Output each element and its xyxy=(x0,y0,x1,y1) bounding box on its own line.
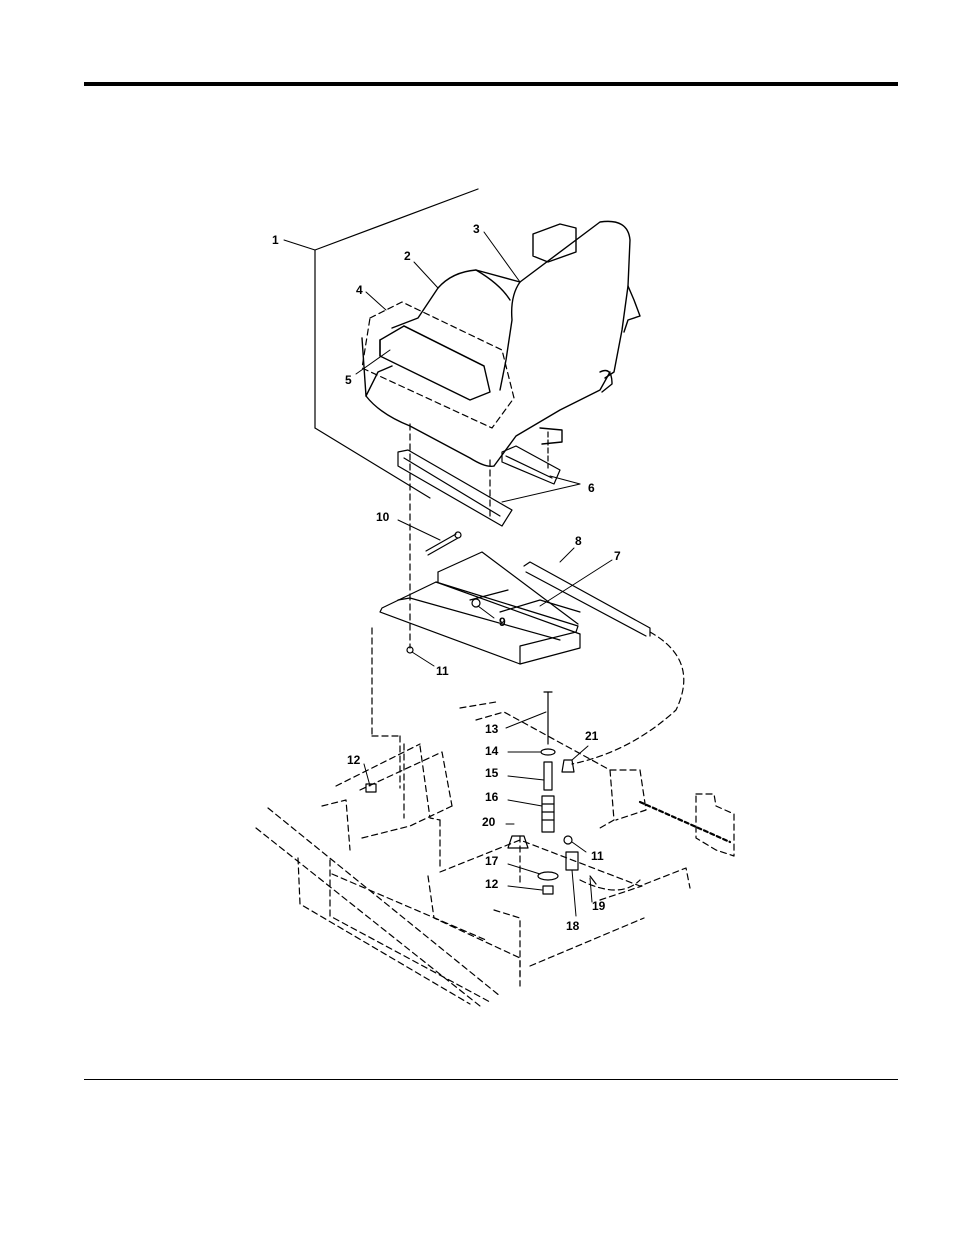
callout-19: 19 xyxy=(592,899,606,913)
callout-3: 3 xyxy=(473,222,480,236)
callout-12-lower: 12 xyxy=(485,877,499,891)
callout-5: 5 xyxy=(345,373,352,387)
callout-11-lower: 11 xyxy=(591,849,604,863)
assembly-bracket xyxy=(315,189,478,498)
callout-7: 7 xyxy=(614,549,621,563)
callout-20: 20 xyxy=(482,815,496,829)
callout-12-upper: 12 xyxy=(347,753,361,767)
callout-6: 6 xyxy=(588,481,595,495)
callout-13: 13 xyxy=(485,722,499,736)
frame-bold-dashed xyxy=(640,802,730,842)
slide-rails xyxy=(398,432,560,526)
callout-14: 14 xyxy=(485,744,499,758)
armrest-kit-outline xyxy=(362,302,514,428)
callout-8: 8 xyxy=(575,534,582,548)
callout-17: 17 xyxy=(485,854,499,868)
callout-10: 10 xyxy=(376,510,390,524)
leader-lines xyxy=(284,232,612,916)
callout-18: 18 xyxy=(566,919,580,933)
frame-right-tab xyxy=(696,794,734,856)
callout-21: 21 xyxy=(585,729,599,743)
callout-labels: 1 2 3 4 5 6 7 8 9 10 11 11 12 12 13 14 1… xyxy=(272,222,621,933)
callout-9: 9 xyxy=(499,615,506,629)
rod xyxy=(524,562,650,636)
frame xyxy=(256,702,690,1006)
callout-2: 2 xyxy=(404,249,411,263)
callout-11-upper: 11 xyxy=(436,664,449,678)
callout-1: 1 xyxy=(272,233,279,247)
callout-15: 15 xyxy=(485,766,499,780)
callout-4: 4 xyxy=(356,283,363,297)
callout-16: 16 xyxy=(485,790,499,804)
